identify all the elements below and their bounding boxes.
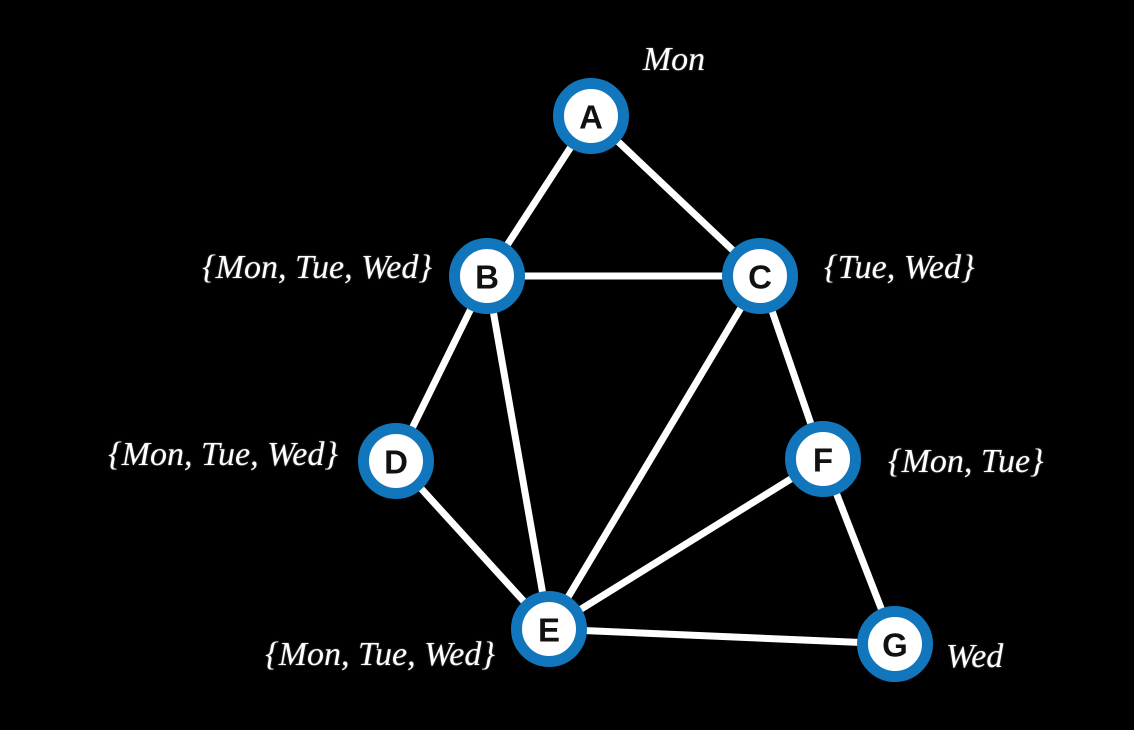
domain-label-g: Wed — [946, 638, 1004, 675]
node-letter-d: D — [384, 444, 408, 481]
node-letter-e: E — [538, 612, 560, 649]
node-letter-g: G — [882, 627, 908, 664]
node-circle-b — [449, 238, 525, 314]
edge-e-g — [545, 625, 899, 648]
edge-b-e — [483, 272, 553, 633]
node-circle-c — [722, 238, 798, 314]
node-circle-a — [553, 78, 629, 154]
node-c[interactable]: C — [722, 238, 798, 314]
domain-label-e: {Mon, Tue, Wed} — [265, 636, 495, 673]
node-letter-f: F — [813, 442, 833, 479]
node-d[interactable]: D — [358, 423, 434, 499]
domain-label-b: {Mon, Tue, Wed} — [202, 249, 432, 286]
node-a[interactable]: A — [553, 78, 629, 154]
edges-group — [392, 112, 899, 648]
node-letter-b: B — [475, 259, 499, 296]
node-circle-g — [857, 606, 933, 682]
node-circle-d — [358, 423, 434, 499]
edge-a-c — [587, 112, 764, 280]
domain-label-c: {Tue, Wed} — [824, 249, 975, 286]
domain-label-d: {Mon, Tue, Wed} — [108, 436, 338, 473]
node-g[interactable]: G — [857, 606, 933, 682]
node-e[interactable]: E — [511, 591, 587, 667]
node-letter-a: A — [579, 99, 603, 136]
node-circle-f — [785, 421, 861, 497]
domain-label-a: Mon — [642, 41, 706, 78]
edge-e-f — [545, 455, 827, 633]
node-letter-c: C — [748, 259, 772, 296]
nodes-group: A B C D E F G — [358, 78, 933, 682]
edge-c-e — [545, 272, 764, 633]
node-b[interactable]: B — [449, 238, 525, 314]
node-circle-e — [511, 591, 587, 667]
domain-label-f: {Mon, Tue} — [888, 443, 1044, 480]
node-f[interactable]: F — [785, 421, 861, 497]
